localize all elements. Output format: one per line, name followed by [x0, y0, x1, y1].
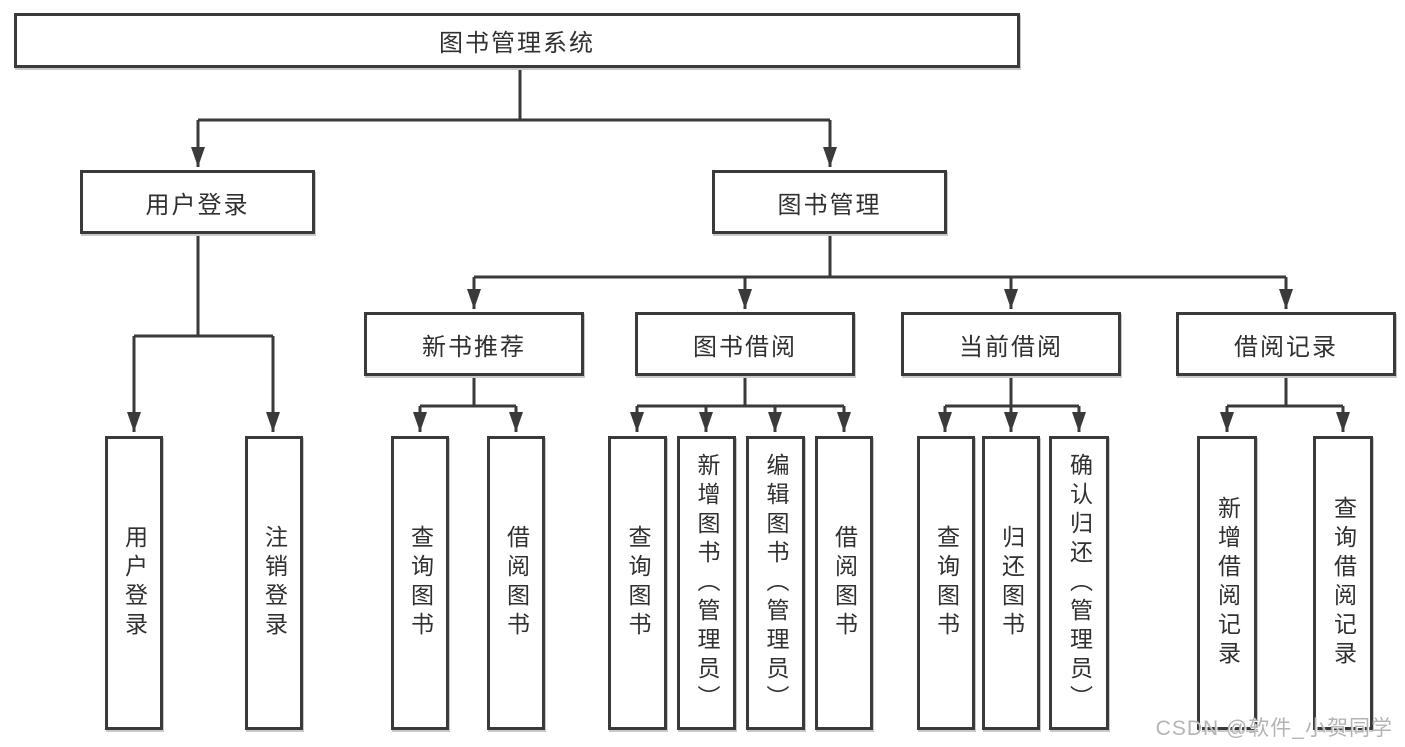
- leaf-nb-borrow-books-label: 借阅图书: [503, 525, 530, 641]
- leaf-bb-edit-books-admin: 编辑图书（管理员）: [746, 436, 805, 730]
- leaf-nb-query-books: 查询图书: [391, 436, 449, 730]
- leaf-rec-query-record-label: 查询借阅记录: [1330, 496, 1357, 670]
- leaf-user-login: 用户登录: [105, 436, 163, 730]
- leaf-bb-add-books-admin: 新增图书（管理员）: [677, 436, 736, 730]
- node-user-login-module: 用户登录: [80, 170, 315, 234]
- node-borrow-records: 借阅记录: [1176, 312, 1396, 376]
- node-book-borrow: 图书借阅: [635, 312, 855, 376]
- leaf-cb-query-books: 查询图书: [917, 436, 975, 730]
- leaf-user-login-label: 用户登录: [121, 525, 148, 641]
- node-current-borrow-label: 当前借阅: [959, 333, 1063, 361]
- node-root-label: 图书管理系统: [439, 30, 595, 57]
- leaf-logout-label: 注销登录: [261, 525, 288, 641]
- leaf-cb-confirm-return-admin-label: 确认归还（管理员）: [1066, 452, 1093, 714]
- leaf-bb-borrow-books-label: 借阅图书: [831, 525, 858, 641]
- leaf-logout: 注销登录: [245, 436, 303, 730]
- node-borrow-records-label: 借阅记录: [1234, 333, 1338, 361]
- leaf-nb-borrow-books: 借阅图书: [487, 436, 545, 730]
- leaf-cb-return-books: 归还图书: [982, 436, 1040, 730]
- leaf-cb-query-books-label: 查询图书: [933, 525, 960, 641]
- leaf-rec-add-record: 新增借阅记录: [1197, 436, 1257, 730]
- node-book-management-module: 图书管理: [712, 170, 947, 234]
- leaf-rec-query-record: 查询借阅记录: [1313, 436, 1373, 730]
- node-new-book-recommend: 新书推荐: [364, 312, 584, 376]
- leaf-bb-add-books-admin-label: 新增图书（管理员）: [694, 452, 720, 714]
- leaf-bb-query-books: 查询图书: [608, 436, 667, 730]
- node-current-borrow: 当前借阅: [901, 312, 1121, 376]
- leaf-bb-borrow-books: 借阅图书: [815, 436, 873, 730]
- node-new-book-recommend-label: 新书推荐: [422, 333, 526, 361]
- node-root-library-system: 图书管理系统: [14, 13, 1020, 68]
- node-book-borrow-label: 图书借阅: [693, 333, 797, 361]
- leaf-bb-edit-books-admin-label: 编辑图书（管理员）: [763, 452, 789, 714]
- leaf-nb-query-books-label: 查询图书: [407, 525, 434, 641]
- leaf-cb-return-books-label: 归还图书: [998, 525, 1025, 641]
- leaf-cb-confirm-return-admin: 确认归还（管理员）: [1049, 436, 1109, 730]
- csdn-watermark: CSDN @软件_小贺同学: [1155, 717, 1393, 740]
- leaf-bb-query-books-label: 查询图书: [625, 525, 651, 641]
- node-user-login-label: 用户登录: [145, 191, 250, 219]
- node-book-management-label: 图书管理: [777, 191, 882, 219]
- leaf-rec-add-record-label: 新增借阅记录: [1214, 496, 1241, 670]
